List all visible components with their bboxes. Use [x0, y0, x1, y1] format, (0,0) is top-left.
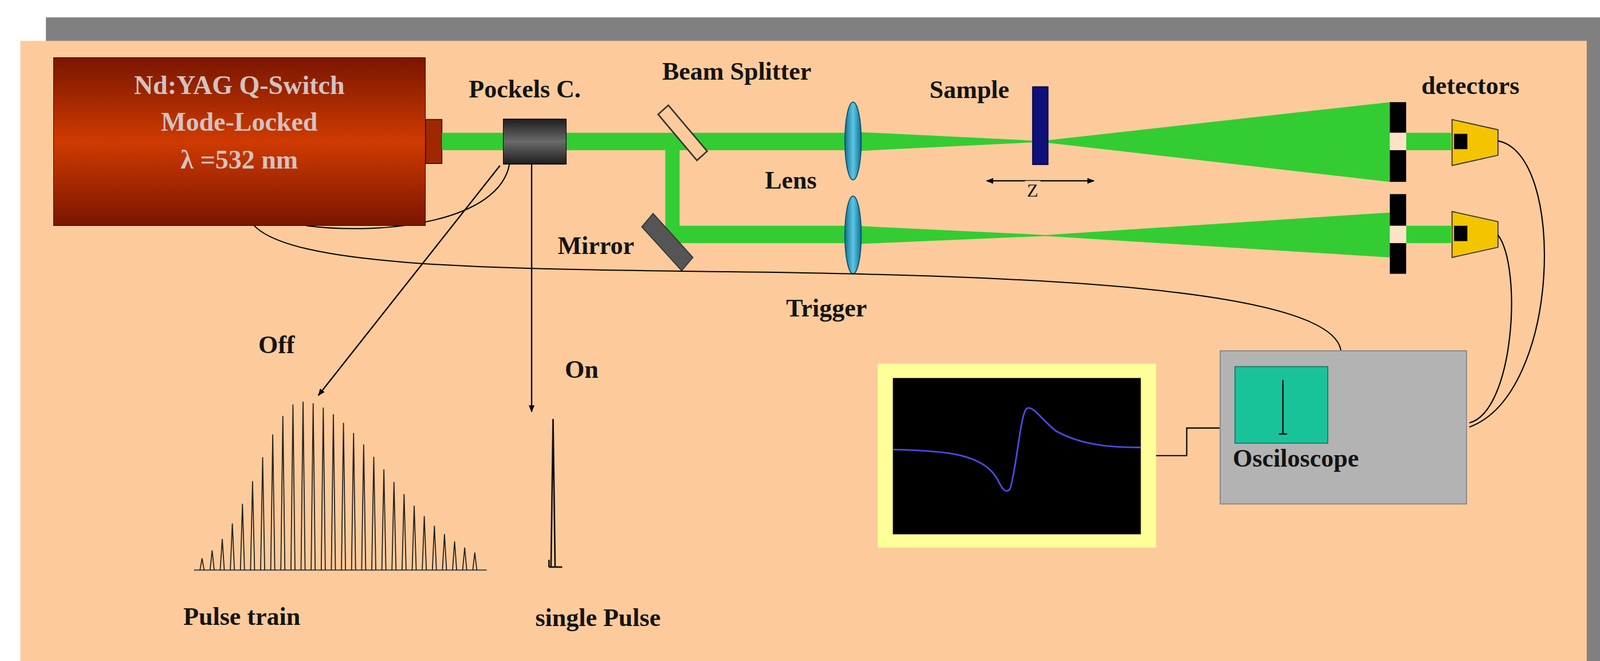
pulse: [371, 456, 376, 570]
part-label: Beam Splitter: [662, 57, 812, 85]
pulse: [331, 414, 336, 570]
pulse: [291, 404, 296, 570]
signal-wire: [254, 225, 1342, 351]
pulse: [391, 481, 396, 570]
mirror: [641, 213, 693, 271]
mode-label: On: [564, 355, 599, 384]
caption-label: Pulse train: [183, 602, 301, 631]
part-label: Trigger: [785, 294, 867, 322]
pulse: [361, 443, 366, 570]
pulse: [452, 540, 457, 570]
detector-window: [1453, 133, 1468, 149]
pulse: [432, 525, 437, 570]
lens: [844, 195, 862, 274]
node-text: Osciloscope: [1232, 444, 1359, 473]
axis-label: Z: [1024, 181, 1041, 202]
aperture: [1389, 242, 1407, 274]
pulse: [219, 538, 224, 570]
pulse: [341, 422, 346, 570]
pulse: [240, 503, 245, 570]
mode-arrow: [531, 142, 533, 412]
screen-wire: [1156, 427, 1221, 456]
part-label: Lens: [764, 166, 817, 195]
part-label: detectors: [1421, 71, 1520, 100]
part-label: Mirror: [557, 232, 635, 260]
screen-frame: [877, 363, 1157, 548]
laser-beam: [1406, 225, 1452, 243]
aperture: [1389, 194, 1407, 226]
detector: [1452, 119, 1499, 166]
pulse: [472, 552, 477, 570]
pulse: [199, 557, 204, 570]
oscilloscope-box: Osciloscope: [1219, 350, 1468, 505]
laser-beam: [852, 212, 1390, 258]
pulse-train: [199, 401, 477, 570]
aperture: [1389, 150, 1407, 182]
pulse: [411, 505, 416, 570]
pulse: [270, 434, 275, 570]
screen: [893, 377, 1142, 534]
detector: [1452, 211, 1499, 258]
single-pulse: [548, 418, 562, 567]
pulse: [321, 407, 326, 570]
pulse: [382, 469, 387, 570]
aperture-hole: [1389, 132, 1407, 151]
laser-beam: [665, 225, 853, 243]
lens: [844, 101, 862, 180]
node-text: λ =532 nm: [180, 145, 298, 175]
pulse: [280, 415, 285, 570]
pulse: [210, 549, 215, 570]
detector-wire: [1469, 234, 1512, 423]
laser-beam: [852, 101, 1390, 182]
sample: [1032, 86, 1049, 164]
detector-window: [1453, 225, 1468, 242]
laser-box: Nd:YAG Q-SwitchMode-Locked λ =532 nm: [53, 57, 426, 226]
node-text: Nd:YAG Q-Switch: [134, 71, 345, 101]
aperture-hole: [1389, 225, 1407, 243]
node-text: Mode-Locked: [160, 107, 318, 137]
pulse: [402, 493, 407, 570]
zscan-curve: [893, 407, 1142, 491]
pulse: [351, 432, 356, 570]
caption-label: single Pulse: [535, 603, 661, 631]
mode-label: Off: [258, 331, 296, 359]
pulse: [300, 401, 305, 570]
pulse: [442, 533, 447, 570]
pockels-cell: Pockels C.: [502, 118, 566, 165]
beam-splitter: [658, 105, 708, 161]
pulse: [230, 523, 235, 570]
pulse: [250, 480, 255, 570]
scope-display: [1219, 350, 1468, 505]
laser-beam: [1406, 132, 1452, 151]
background-panel: [20, 40, 1587, 661]
aperture: [1389, 101, 1407, 133]
pulse: [311, 403, 316, 570]
pulse: [462, 547, 467, 570]
scope-pulse: [1278, 379, 1287, 434]
node-text: Pockels C.: [468, 75, 581, 104]
pulse: [260, 456, 265, 570]
pulse: [422, 515, 427, 570]
laser-output: [425, 119, 443, 164]
part-label: Sample: [929, 76, 1010, 104]
detector-wire: [1469, 140, 1545, 427]
scope-screen: [1234, 366, 1328, 443]
